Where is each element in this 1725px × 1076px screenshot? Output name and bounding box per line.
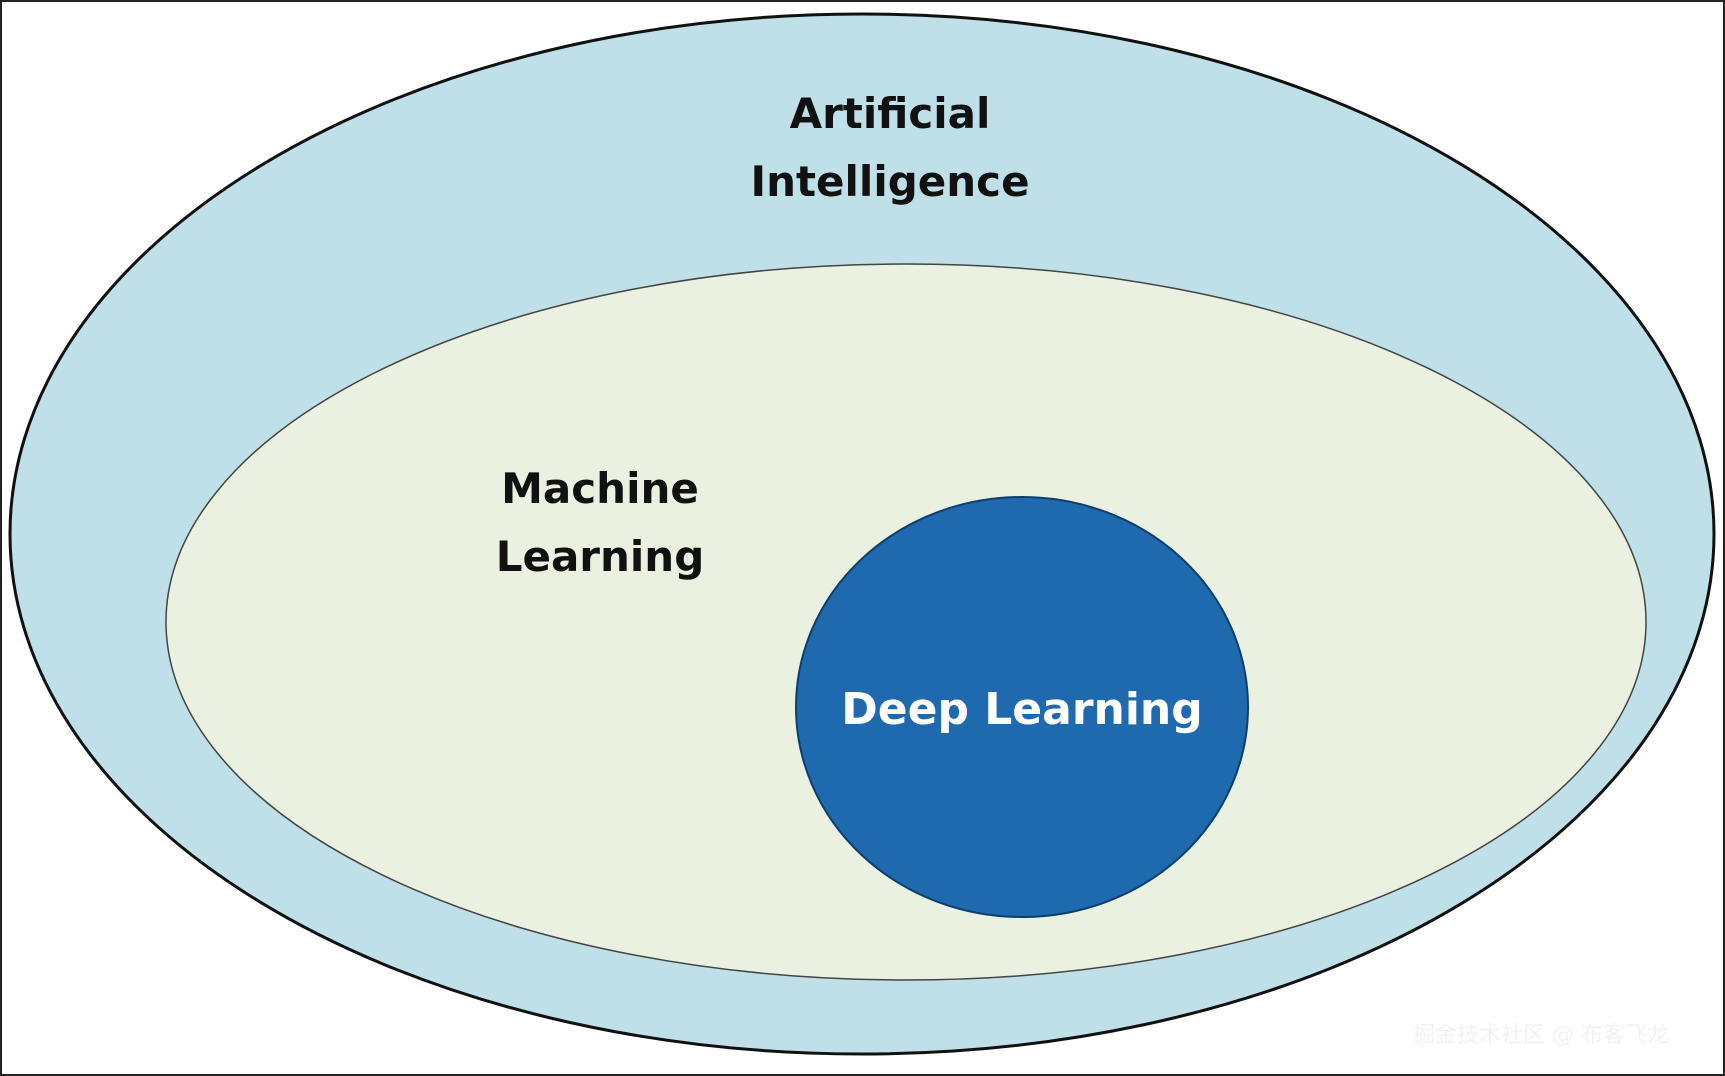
artificial-intelligence-label-line2: Intelligence: [750, 157, 1029, 206]
artificial-intelligence-label-line1: Artificial: [790, 89, 991, 138]
watermark-text: 掘金技术社区 @ 布客飞龙: [1413, 1023, 1669, 1048]
machine-learning-label-line2: Learning: [496, 532, 705, 581]
machine-learning-label-line1: Machine: [501, 464, 699, 513]
deep-learning-label: Deep Learning: [841, 684, 1203, 735]
deep-learning-circle: [795, 496, 1249, 918]
